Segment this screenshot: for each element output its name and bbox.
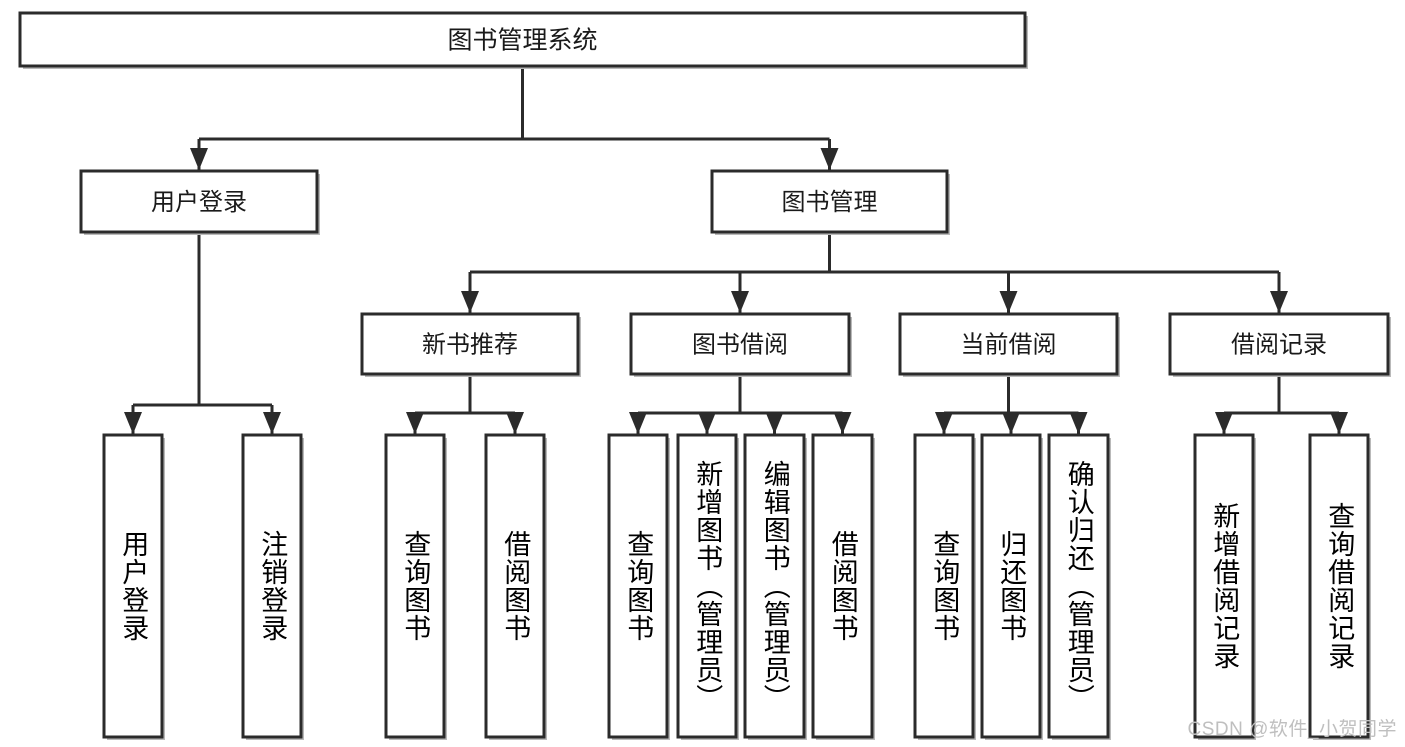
- arrow-head-down: [1270, 291, 1288, 313]
- node-leaf-query-book-borrow[interactable]: [607, 433, 670, 740]
- arrow-head-down: [461, 291, 479, 313]
- node-new-book-rec-label: 新书推荐: [422, 332, 518, 359]
- node-root[interactable]: 图书管理系统: [18, 11, 1028, 69]
- node-book-manage[interactable]: 图书管理: [710, 169, 950, 235]
- node-leaf-query-book-cur[interactable]: [913, 433, 976, 740]
- arrow-head-down: [406, 412, 424, 434]
- node-user-login-label: 用户登录: [151, 189, 247, 216]
- arrow-head-down: [629, 412, 647, 434]
- node-leaf-edit-book[interactable]: [743, 433, 807, 740]
- arrow-head-down: [935, 412, 953, 434]
- node-borrow-record[interactable]: 借阅记录: [1168, 312, 1391, 377]
- node-user-login[interactable]: 用户登录: [79, 169, 320, 235]
- node-book-manage-label: 图书管理: [782, 189, 878, 216]
- node-leaf-query-book-rec[interactable]: [384, 433, 447, 740]
- arrow-head-down: [1215, 412, 1233, 434]
- arrow-head-down: [999, 291, 1018, 313]
- node-leaf-borrow-book[interactable]: [811, 433, 875, 740]
- node-current-borrow-label: 当前借阅: [961, 332, 1057, 359]
- arrow-head-down: [506, 412, 524, 434]
- node-book-borrow-label: 图书借阅: [692, 332, 788, 359]
- watermark-text: CSDN @软件_小贺同学: [1187, 719, 1397, 740]
- node-leaf-user-login[interactable]: [102, 433, 165, 740]
- node-book-borrow[interactable]: 图书借阅: [629, 312, 852, 377]
- node-root-label: 图书管理系统: [447, 27, 597, 55]
- arrow-head-down: [765, 412, 784, 434]
- node-leaf-user-logout[interactable]: [241, 433, 304, 740]
- arrow-head-down: [820, 148, 839, 170]
- node-current-borrow[interactable]: 当前借阅: [898, 312, 1120, 377]
- arrow-head-down: [190, 148, 208, 170]
- node-leaf-return-book[interactable]: [980, 433, 1043, 740]
- node-borrow-record-label: 借阅记录: [1231, 332, 1327, 359]
- arrow-head-down: [698, 412, 716, 434]
- arrow-head-down: [1069, 412, 1088, 434]
- node-leaf-query-record[interactable]: [1308, 433, 1371, 740]
- arrow-head-down: [1002, 412, 1020, 434]
- node-leaf-borrow-book-rec[interactable]: [484, 433, 547, 740]
- node-new-book-rec[interactable]: 新书推荐: [360, 312, 581, 377]
- arrow-head-down: [124, 412, 142, 434]
- arrow-head-down: [1330, 412, 1348, 434]
- node-leaf-add-book[interactable]: [676, 433, 739, 740]
- connectors-layer: [124, 66, 1348, 434]
- arrow-head-down: [833, 412, 852, 434]
- arrow-head-down: [731, 291, 749, 313]
- arrow-head-down: [263, 412, 281, 434]
- node-leaf-confirm-return[interactable]: [1047, 433, 1111, 740]
- node-leaf-add-record[interactable]: [1193, 433, 1256, 740]
